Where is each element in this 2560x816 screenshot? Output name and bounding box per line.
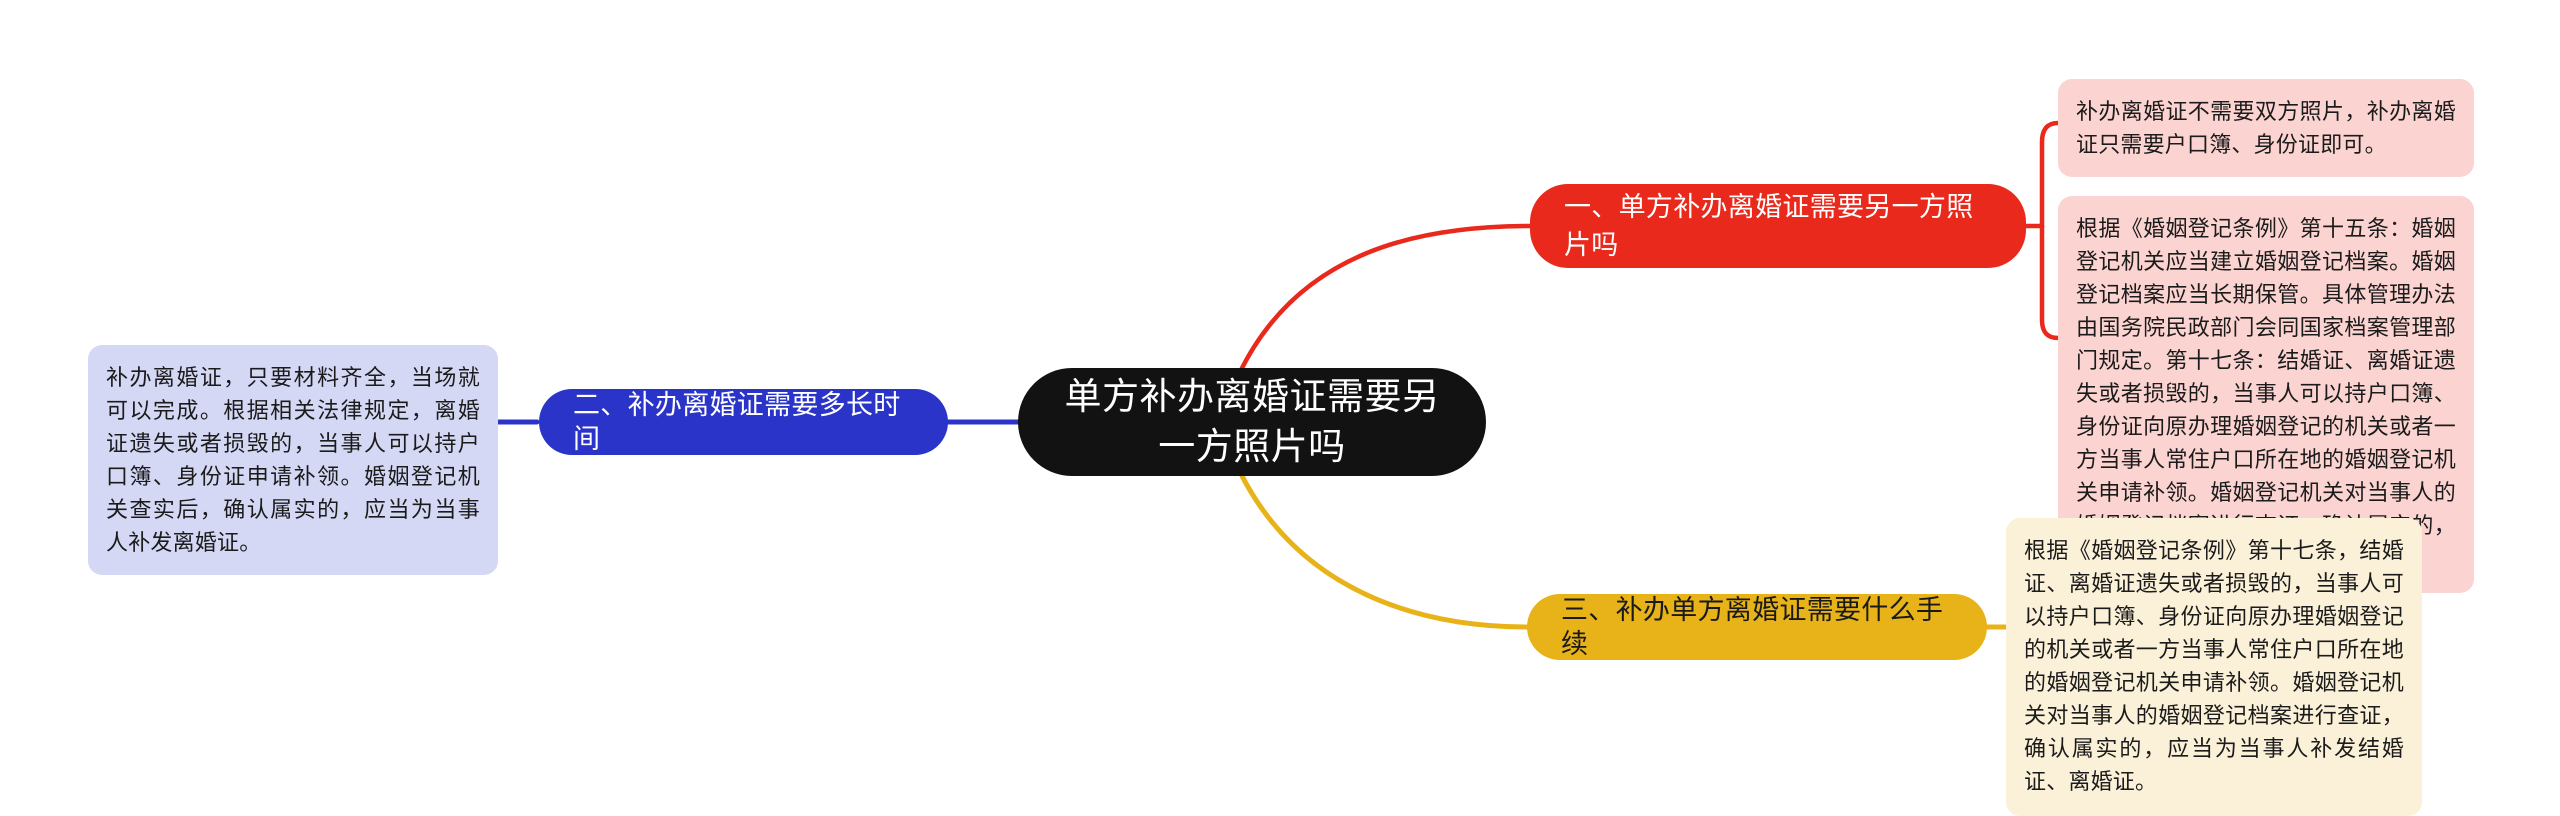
- root-node-label: 单方补办离婚证需要另一方照片吗: [1064, 376, 1440, 467]
- leaf-card-3a-text: 根据《婚姻登记条例》第十七条，结婚证、离婚证遗失或者损毁的，当事人可以持户口簿、…: [2024, 538, 2404, 794]
- leaf-card-1a-text: 补办离婚证不需要双方照片，补办离婚证只需要户口簿、身份证即可。: [2076, 99, 2456, 157]
- connector-branch-1-to-leaf-1a: [2039, 120, 2061, 229]
- branch-node-1-label: 一、单方补办离婚证需要另一方照片吗: [1564, 192, 1974, 260]
- root-node[interactable]: 单方补办离婚证需要另一方照片吗: [1018, 368, 1486, 476]
- leaf-card-3a[interactable]: 根据《婚姻登记条例》第十七条，结婚证、离婚证遗失或者损毁的，当事人可以持户口簿、…: [2006, 518, 2422, 816]
- connector-root-to-branch-3: [1237, 469, 1531, 630]
- connector-branch-1-to-leaf-1b: [2039, 223, 2061, 341]
- branch-node-1[interactable]: 一、单方补办离婚证需要另一方照片吗: [1530, 184, 2026, 268]
- branch-node-3-label: 三、补办单方离婚证需要什么手续: [1561, 595, 1944, 659]
- branch-node-2[interactable]: 二、补办离婚证需要多长时间: [539, 389, 948, 455]
- branch-node-2-label: 二、补办离婚证需要多长时间: [573, 390, 901, 454]
- leaf-card-2a-text: 补办离婚证，只要材料齐全，当场就可以完成。根据相关法律规定，离婚证遗失或者损毁的…: [106, 365, 480, 555]
- connector-root-to-branch-1: [1237, 223, 1534, 375]
- leaf-card-2a[interactable]: 补办离婚证，只要材料齐全，当场就可以完成。根据相关法律规定，离婚证遗失或者损毁的…: [88, 345, 498, 575]
- leaf-card-1a[interactable]: 补办离婚证不需要双方照片，补办离婚证只需要户口簿、身份证即可。: [2058, 79, 2474, 177]
- branch-node-3[interactable]: 三、补办单方离婚证需要什么手续: [1527, 594, 1987, 660]
